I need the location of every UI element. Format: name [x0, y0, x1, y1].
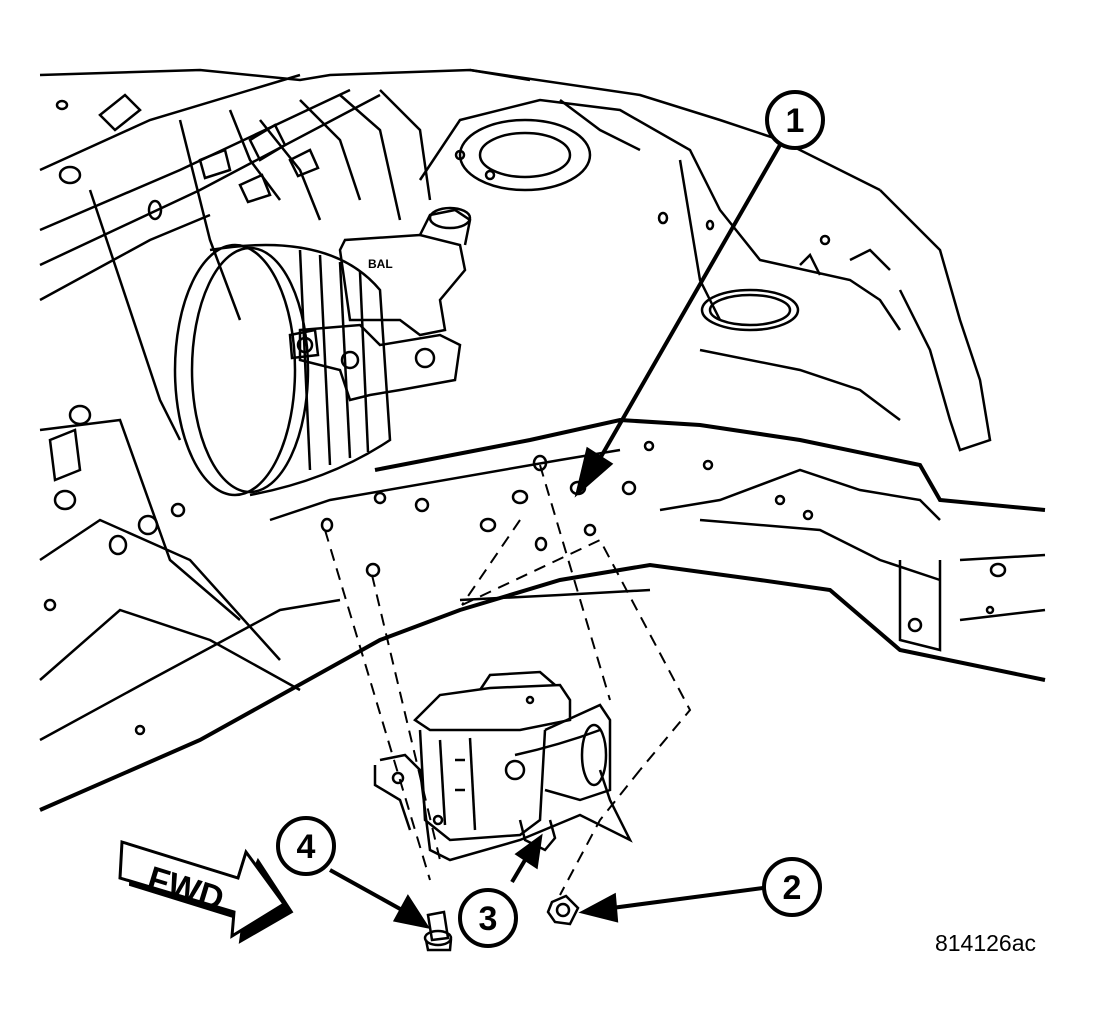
arrowhead-2: [578, 892, 619, 923]
leader-arrows: [329, 144, 782, 929]
tower-holes: [454, 149, 831, 246]
callout-4-number: 4: [297, 828, 316, 866]
leader-arrow-1: [596, 144, 782, 463]
mounting-bracket-outline: [324, 464, 692, 896]
callout-2-number: 2: [783, 869, 802, 907]
arrowhead-4: [392, 894, 431, 929]
figure-code: 814126ac: [935, 930, 1036, 956]
bolt-item-2: [546, 894, 580, 926]
callout-3: 3: [458, 888, 518, 948]
bolt-item-4: [423, 910, 453, 952]
abs-module: [413, 670, 612, 852]
callout-4: 4: [276, 816, 336, 876]
fender-holes: [43, 99, 186, 736]
mounting-bracket: [373, 753, 633, 862]
leader-arrow-2: [611, 886, 764, 910]
callout-3-number: 3: [479, 900, 498, 938]
left-fender-structure: [39, 68, 531, 692]
callout-2: 2: [762, 857, 822, 917]
arrowhead-1: [574, 446, 614, 498]
leader-arrow-4: [329, 868, 403, 912]
strut-tower: [418, 68, 992, 452]
fwd-arrow-body: [118, 839, 287, 939]
callout-1-number: 1: [786, 102, 805, 140]
master-cylinder: [288, 206, 472, 402]
reservoir-label: BAL: [368, 257, 393, 271]
fwd-label: FWD: [143, 859, 228, 918]
callout-1: 1: [765, 90, 825, 150]
frame-rail: [39, 417, 1046, 812]
arrowhead-3: [514, 833, 543, 870]
brake-booster: [173, 243, 392, 497]
fwd-direction-arrow: FWD: [118, 839, 294, 944]
frame-rail-holes: [320, 440, 1007, 633]
